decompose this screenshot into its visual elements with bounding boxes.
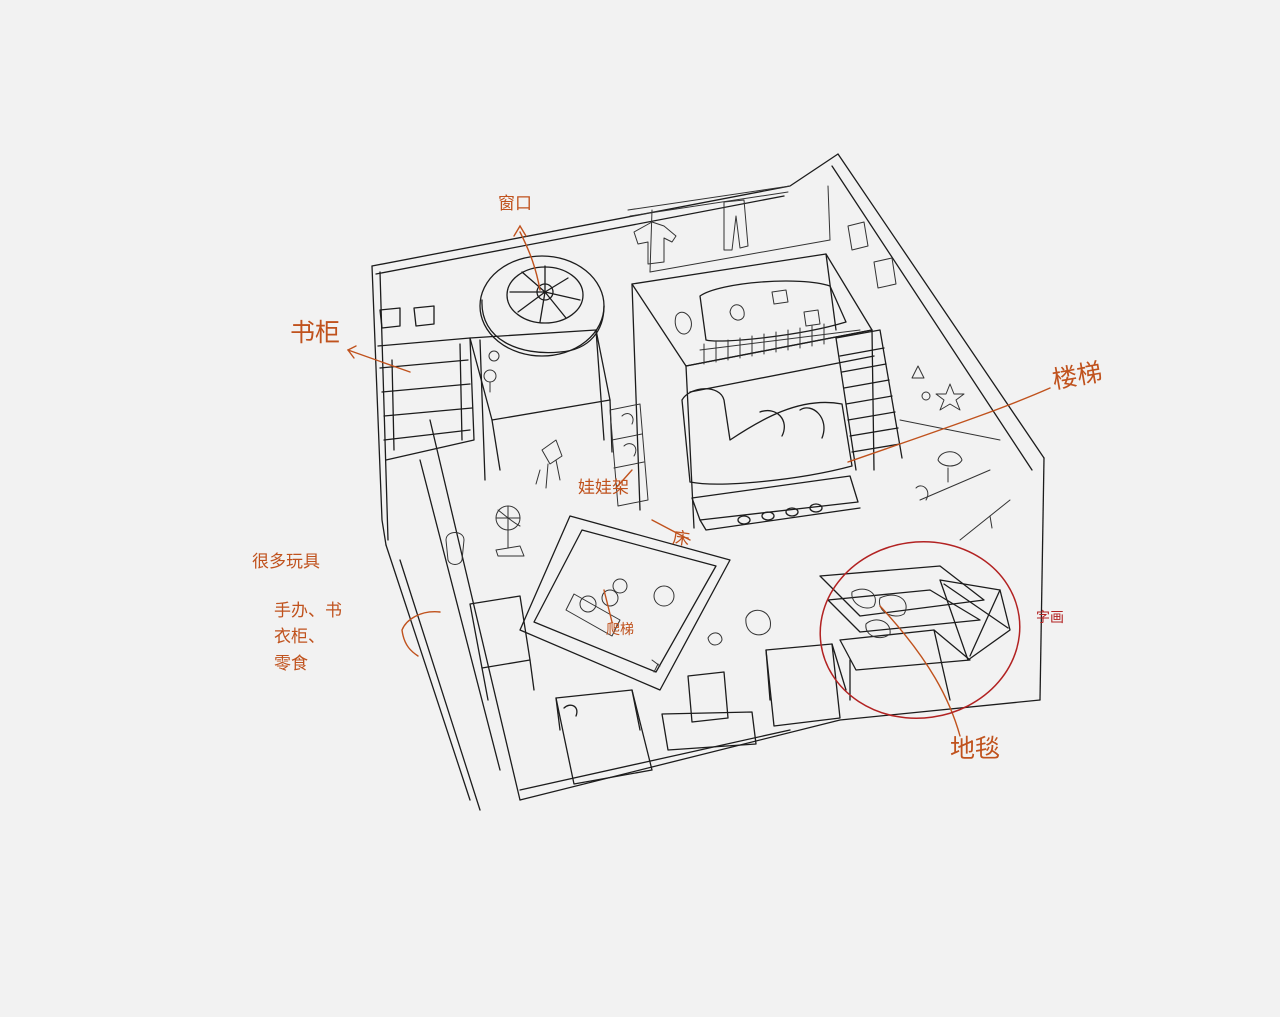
loft-bed — [631, 253, 875, 529]
label-toys-list: 手办、书 衣柜、 零食 — [274, 598, 342, 677]
annotation-leaders — [346, 224, 1051, 737]
shirt-icon — [633, 221, 677, 265]
toys-item: 零食 — [274, 653, 308, 674]
label-toys: 很多玩具 — [252, 552, 320, 572]
bookshelf — [377, 305, 475, 461]
round-window — [479, 255, 605, 357]
tv-stand — [819, 565, 1011, 701]
wall-frames — [847, 221, 897, 289]
chair — [535, 439, 563, 489]
toys-item: 手办、书 — [274, 601, 342, 621]
coffee-table-items — [565, 578, 675, 637]
lamp-icon — [483, 350, 500, 393]
label-carpet: 地毯 — [950, 734, 1001, 763]
globe-icon — [495, 505, 525, 557]
room-walls — [371, 153, 1045, 811]
carpet-highlight-circle — [819, 541, 1021, 719]
controller-icon — [651, 632, 723, 673]
pillow-icons — [674, 289, 821, 335]
under-bed-sofa — [681, 388, 861, 531]
doll-rack — [609, 403, 649, 507]
label-bed: 床 — [671, 528, 691, 551]
pants-icon — [723, 199, 749, 251]
label-cabinet: 书柜 — [290, 318, 341, 347]
stairs — [835, 329, 903, 471]
carpet — [519, 515, 731, 691]
decor-icons — [899, 365, 1011, 541]
cushion-icon — [745, 609, 771, 636]
cup-icon — [445, 532, 465, 565]
label-ladder: 爬梯 — [606, 622, 634, 638]
label-right-note: 字画 — [1036, 610, 1064, 626]
front-stools — [469, 595, 847, 785]
star-icon — [935, 383, 965, 411]
toys-item: 衣柜、 — [274, 627, 325, 648]
label-doll-rack: 娃娃架 — [578, 478, 629, 498]
bed-railing — [699, 323, 861, 365]
label-window: 窗口 — [498, 194, 532, 214]
clothes-rack — [627, 185, 831, 273]
